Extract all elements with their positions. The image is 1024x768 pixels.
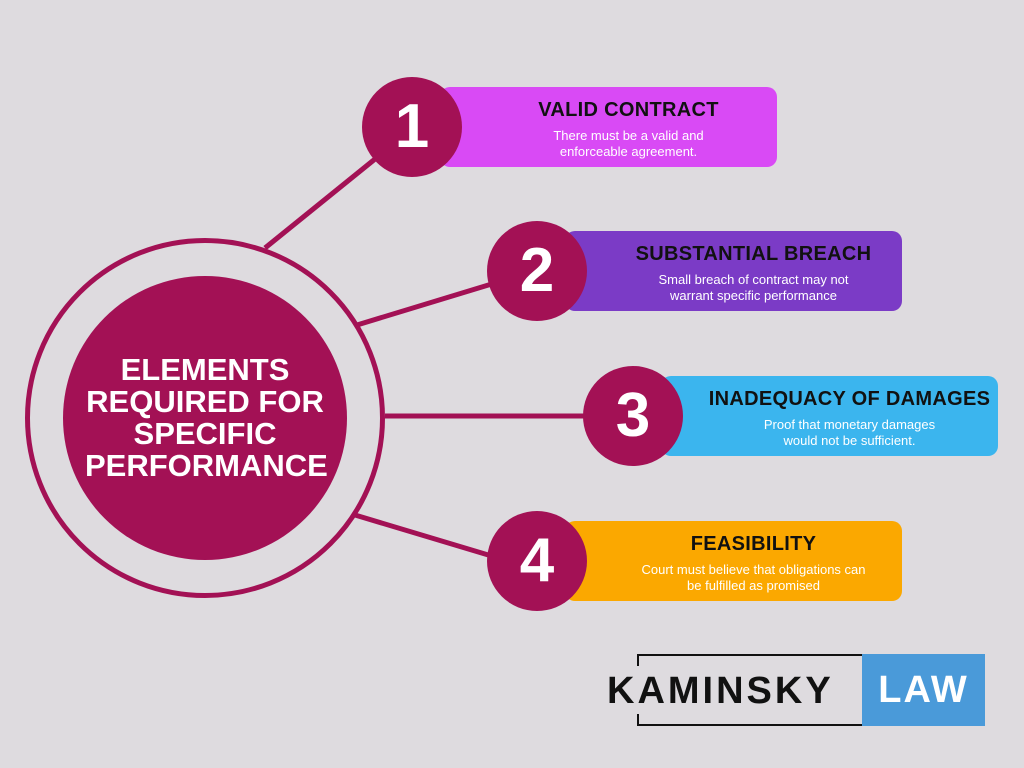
center-ring bbox=[25, 238, 385, 598]
center-title-text: ELEMENTS REQUIRED FOR SPECIFIC PERFORMAN… bbox=[85, 352, 328, 483]
connector-1 bbox=[263, 153, 382, 250]
item-2-desc: Small breach of contract may not warrant… bbox=[658, 272, 849, 303]
connector-4 bbox=[354, 512, 496, 560]
item-4-box: FEASIBILITY Court must believe that obli… bbox=[565, 521, 902, 601]
item-1-box: VALID CONTRACT There must be a valid and… bbox=[440, 87, 777, 167]
logo-name: KAMINSKY bbox=[607, 670, 834, 712]
item-3-title: INADEQUACY OF DAMAGES bbox=[708, 388, 991, 410]
connector-2 bbox=[356, 280, 496, 328]
item-2-box: SUBSTANTIAL BREACH Small breach of contr… bbox=[565, 231, 902, 311]
item-4-desc: Court must believe that obligations can … bbox=[641, 562, 866, 593]
item-3-number: 3 bbox=[583, 366, 683, 466]
item-3-desc: Proof that monetary damages would not be… bbox=[763, 417, 936, 448]
item-1-title: VALID CONTRACT bbox=[538, 99, 719, 121]
item-2-number: 2 bbox=[487, 221, 587, 321]
item-1-number: 1 bbox=[362, 77, 462, 177]
item-4-number: 4 bbox=[487, 511, 587, 611]
item-2-title: SUBSTANTIAL BREACH bbox=[635, 243, 872, 265]
item-1-desc: There must be a valid and enforceable ag… bbox=[553, 128, 704, 159]
logo-suffix: LAW bbox=[862, 654, 985, 726]
item-4-title: FEASIBILITY bbox=[690, 533, 817, 555]
center-title: ELEMENTS REQUIRED FOR SPECIFIC PERFORMAN… bbox=[63, 276, 347, 560]
item-3-box: INADEQUACY OF DAMAGES Proof that monetar… bbox=[661, 376, 998, 456]
